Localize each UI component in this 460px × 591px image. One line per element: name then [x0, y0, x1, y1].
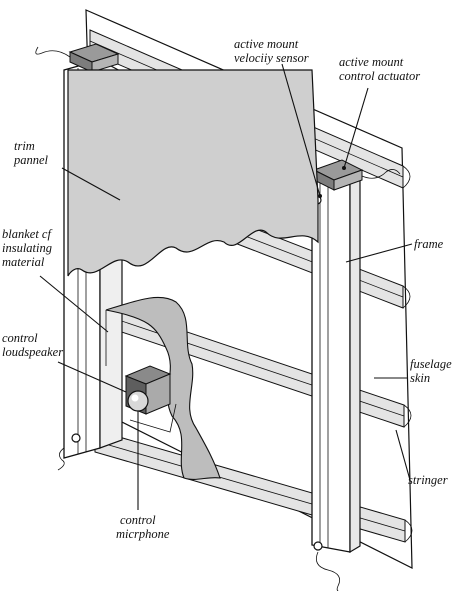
label-active-mount-control-actuator: active mount control actuator	[339, 55, 420, 83]
trim-panel	[67, 69, 319, 277]
leader-lines	[39, 63, 413, 510]
control-microphone	[127, 390, 149, 412]
insulation-blanket	[105, 296, 221, 480]
wire-bottom-right	[315, 551, 341, 591]
bolt-bottom-right	[313, 541, 323, 551]
label-trim-pannel: trim pannel	[13, 139, 49, 167]
wire-bottom-left	[57, 447, 65, 471]
label-frame: frame	[414, 237, 444, 251]
label-active-mount-velocity-sensor: active mount velociiy sensor	[234, 37, 309, 65]
bolt-bottom-left	[71, 433, 81, 443]
label-control-loudspeaker: control loudspeaker	[2, 331, 63, 359]
right-frame	[311, 169, 361, 554]
label-control-microphone: control micrphone	[116, 513, 170, 541]
label-insulating-blanket: blanket cf insulating material	[2, 227, 55, 269]
label-fuselage-skin: fuselage skin	[410, 357, 455, 385]
active-mount-top-left	[35, 43, 120, 73]
active-mount-top-right	[312, 159, 401, 191]
label-stringer: stringer	[408, 473, 448, 487]
